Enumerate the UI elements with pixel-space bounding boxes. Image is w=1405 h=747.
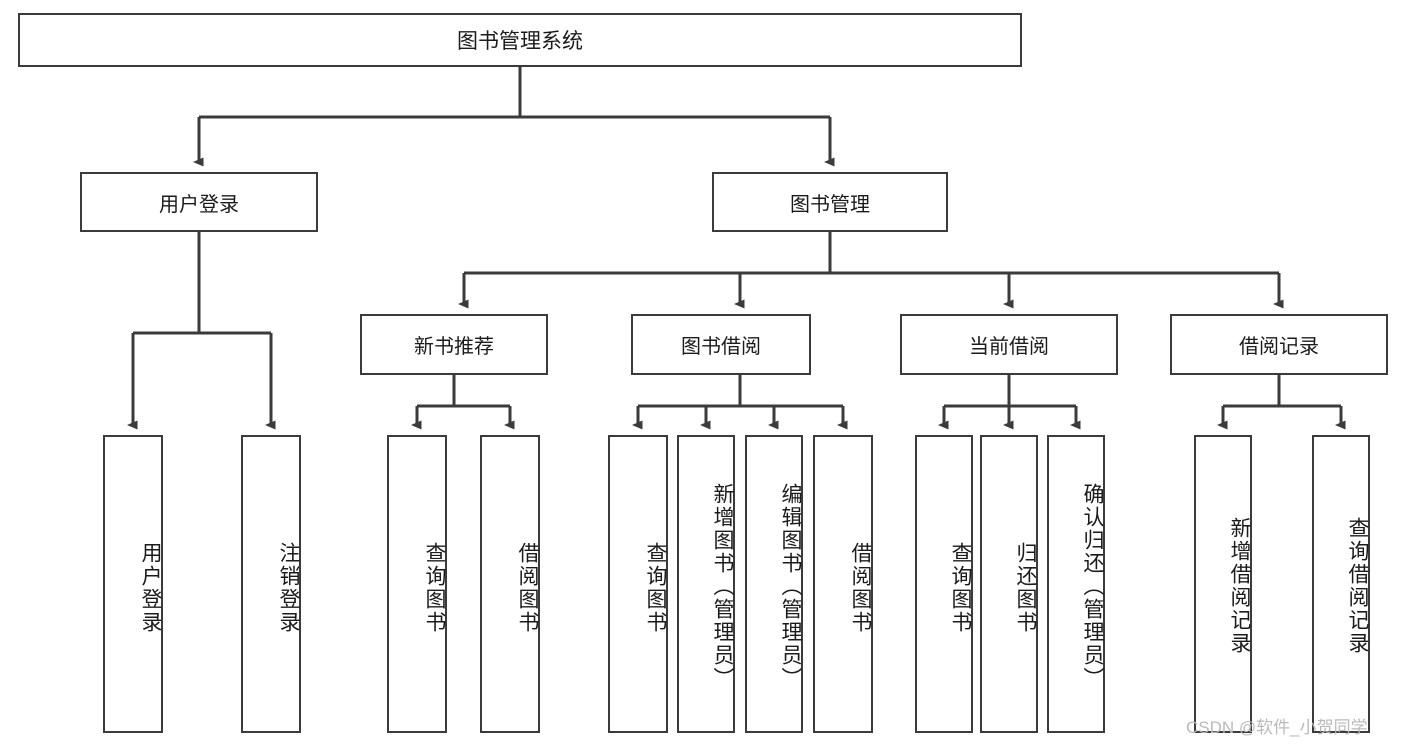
node-root-library-system[interactable]: 图书管理系统 bbox=[18, 13, 1022, 67]
node-label: 借阅图书 bbox=[516, 542, 539, 634]
leaf-add-book-admin[interactable]: 新增图书（管理员） bbox=[677, 435, 735, 733]
leaf-user-login[interactable]: 用户登录 bbox=[103, 435, 163, 733]
leaf-return-book[interactable]: 归还图书 bbox=[980, 435, 1038, 733]
node-label: 借阅图书 bbox=[849, 542, 872, 634]
leaf-query-book-recommend[interactable]: 查询图书 bbox=[387, 435, 447, 733]
leaf-borrow-book[interactable]: 借阅图书 bbox=[813, 435, 873, 733]
node-label: 查询图书 bbox=[644, 542, 667, 634]
leaf-query-borrow-record[interactable]: 查询借阅记录 bbox=[1312, 435, 1370, 733]
node-label: 图书管理系统 bbox=[457, 30, 583, 53]
node-current-borrow[interactable]: 当前借阅 bbox=[900, 314, 1118, 375]
leaf-logout[interactable]: 注销登录 bbox=[241, 435, 301, 733]
node-book-borrow[interactable]: 图书借阅 bbox=[631, 314, 811, 375]
leaf-query-book-borrow[interactable]: 查询图书 bbox=[608, 435, 668, 733]
leaf-borrow-book-recommend[interactable]: 借阅图书 bbox=[480, 435, 540, 733]
node-label: 确认归还（管理员） bbox=[1081, 482, 1104, 690]
node-book-management[interactable]: 图书管理 bbox=[712, 172, 948, 232]
node-label: 归还图书 bbox=[1014, 542, 1037, 634]
node-label: 图书管理 bbox=[790, 193, 870, 216]
node-label: 查询借阅记录 bbox=[1346, 517, 1369, 655]
watermark: CSDN @软件_小贺同学 bbox=[1186, 718, 1368, 737]
leaf-edit-book-admin[interactable]: 编辑图书（管理员） bbox=[745, 435, 803, 733]
node-label: 用户登录 bbox=[139, 542, 162, 634]
node-new-book-recommend[interactable]: 新书推荐 bbox=[360, 314, 548, 375]
leaf-confirm-return-admin[interactable]: 确认归还（管理员） bbox=[1047, 435, 1105, 733]
leaf-add-borrow-record[interactable]: 新增借阅记录 bbox=[1194, 435, 1252, 733]
node-label: 查询图书 bbox=[949, 542, 972, 634]
node-label: 查询图书 bbox=[423, 542, 446, 634]
node-label: 借阅记录 bbox=[1239, 336, 1319, 358]
node-label: 用户登录 bbox=[159, 193, 239, 216]
node-label: 新增借阅记录 bbox=[1228, 517, 1251, 655]
node-label: 当前借阅 bbox=[969, 336, 1049, 358]
node-label: 编辑图书（管理员） bbox=[779, 482, 802, 690]
leaf-query-book-current[interactable]: 查询图书 bbox=[915, 435, 973, 733]
node-user-login[interactable]: 用户登录 bbox=[80, 172, 318, 232]
node-label: 新书推荐 bbox=[414, 336, 494, 358]
node-borrow-record[interactable]: 借阅记录 bbox=[1170, 314, 1388, 375]
node-label: 新增图书（管理员） bbox=[711, 482, 734, 690]
node-label: 图书借阅 bbox=[681, 336, 761, 358]
node-label: 注销登录 bbox=[277, 542, 300, 634]
